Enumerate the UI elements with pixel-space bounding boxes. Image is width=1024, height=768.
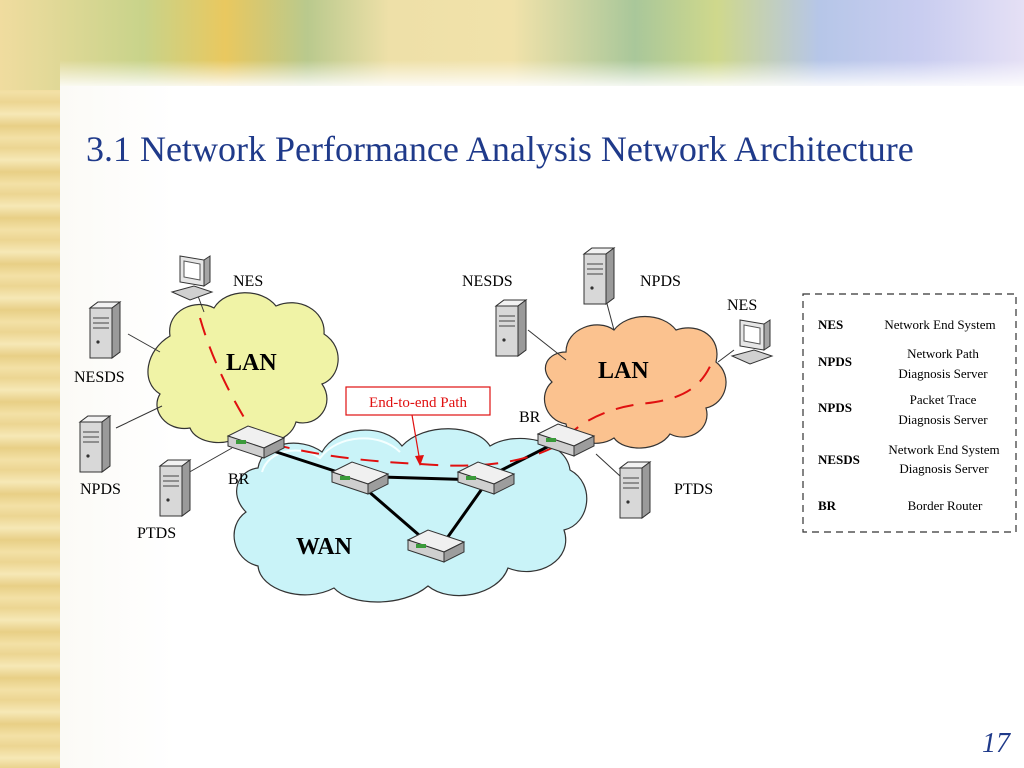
nes-workstation-left-icon xyxy=(171,255,213,301)
nesds-server-left-icon xyxy=(89,301,121,359)
nesds-left-label: NESDS xyxy=(74,369,125,386)
legend-abbr: NPDS xyxy=(818,354,852,369)
end-to-end-path-callout-box xyxy=(345,386,491,416)
ptds-right-label: PTDS xyxy=(674,481,713,498)
nes-workstation-right-icon xyxy=(731,319,773,365)
end-to-end-path-callout: End-to-end Path xyxy=(369,395,467,411)
legend-description: Network End System xyxy=(884,317,995,332)
legend-description: Diagnosis Server xyxy=(898,412,988,427)
legend-description: Diagnosis Server xyxy=(898,366,988,381)
lan-left-cloud xyxy=(147,292,339,444)
legend-abbr: NESDS xyxy=(818,452,860,467)
npds-server-left-icon xyxy=(79,415,111,473)
lan-left-label: LAN xyxy=(226,350,277,376)
ptds-server-right-icon xyxy=(619,461,651,519)
legend-abbr: NES xyxy=(818,317,843,332)
background-top-fade xyxy=(60,60,1024,90)
legend-description: Diagnosis Server xyxy=(899,461,989,476)
npds-right-label: NPDS xyxy=(640,273,681,290)
lan-right-cloud xyxy=(543,316,727,449)
page-number: 17 xyxy=(982,728,1010,759)
nesds-server-right-icon xyxy=(495,299,527,357)
legend-description: Network End System xyxy=(888,442,999,457)
br-right-label: BR xyxy=(519,409,541,426)
legend-description: Border Router xyxy=(908,498,983,513)
ptds-left-label: PTDS xyxy=(137,525,176,542)
ptds-server-left-icon xyxy=(159,459,191,517)
legend-abbr: NPDS xyxy=(818,400,852,415)
br-left-label: BR xyxy=(228,471,250,488)
background-left-texture xyxy=(0,0,60,768)
lan-right-label: LAN xyxy=(598,358,649,384)
nesds-right-label: NESDS xyxy=(462,273,513,290)
end-to-end-path xyxy=(199,317,713,467)
legend-description: Network Path xyxy=(907,346,979,361)
legend-abbr: BR xyxy=(818,498,837,513)
wan-label: WAN xyxy=(296,534,353,560)
legend-description: Packet Trace xyxy=(910,392,977,407)
nes-left-label: NES xyxy=(233,273,263,290)
npds-server-right-icon xyxy=(583,247,615,305)
legend: NES Network End System NPDS Network Path… xyxy=(802,293,1017,533)
nes-right-label: NES xyxy=(727,297,757,314)
npds-left-label: NPDS xyxy=(80,481,121,498)
slide-title: 3.1 Network Performance Analysis Network… xyxy=(86,129,914,169)
